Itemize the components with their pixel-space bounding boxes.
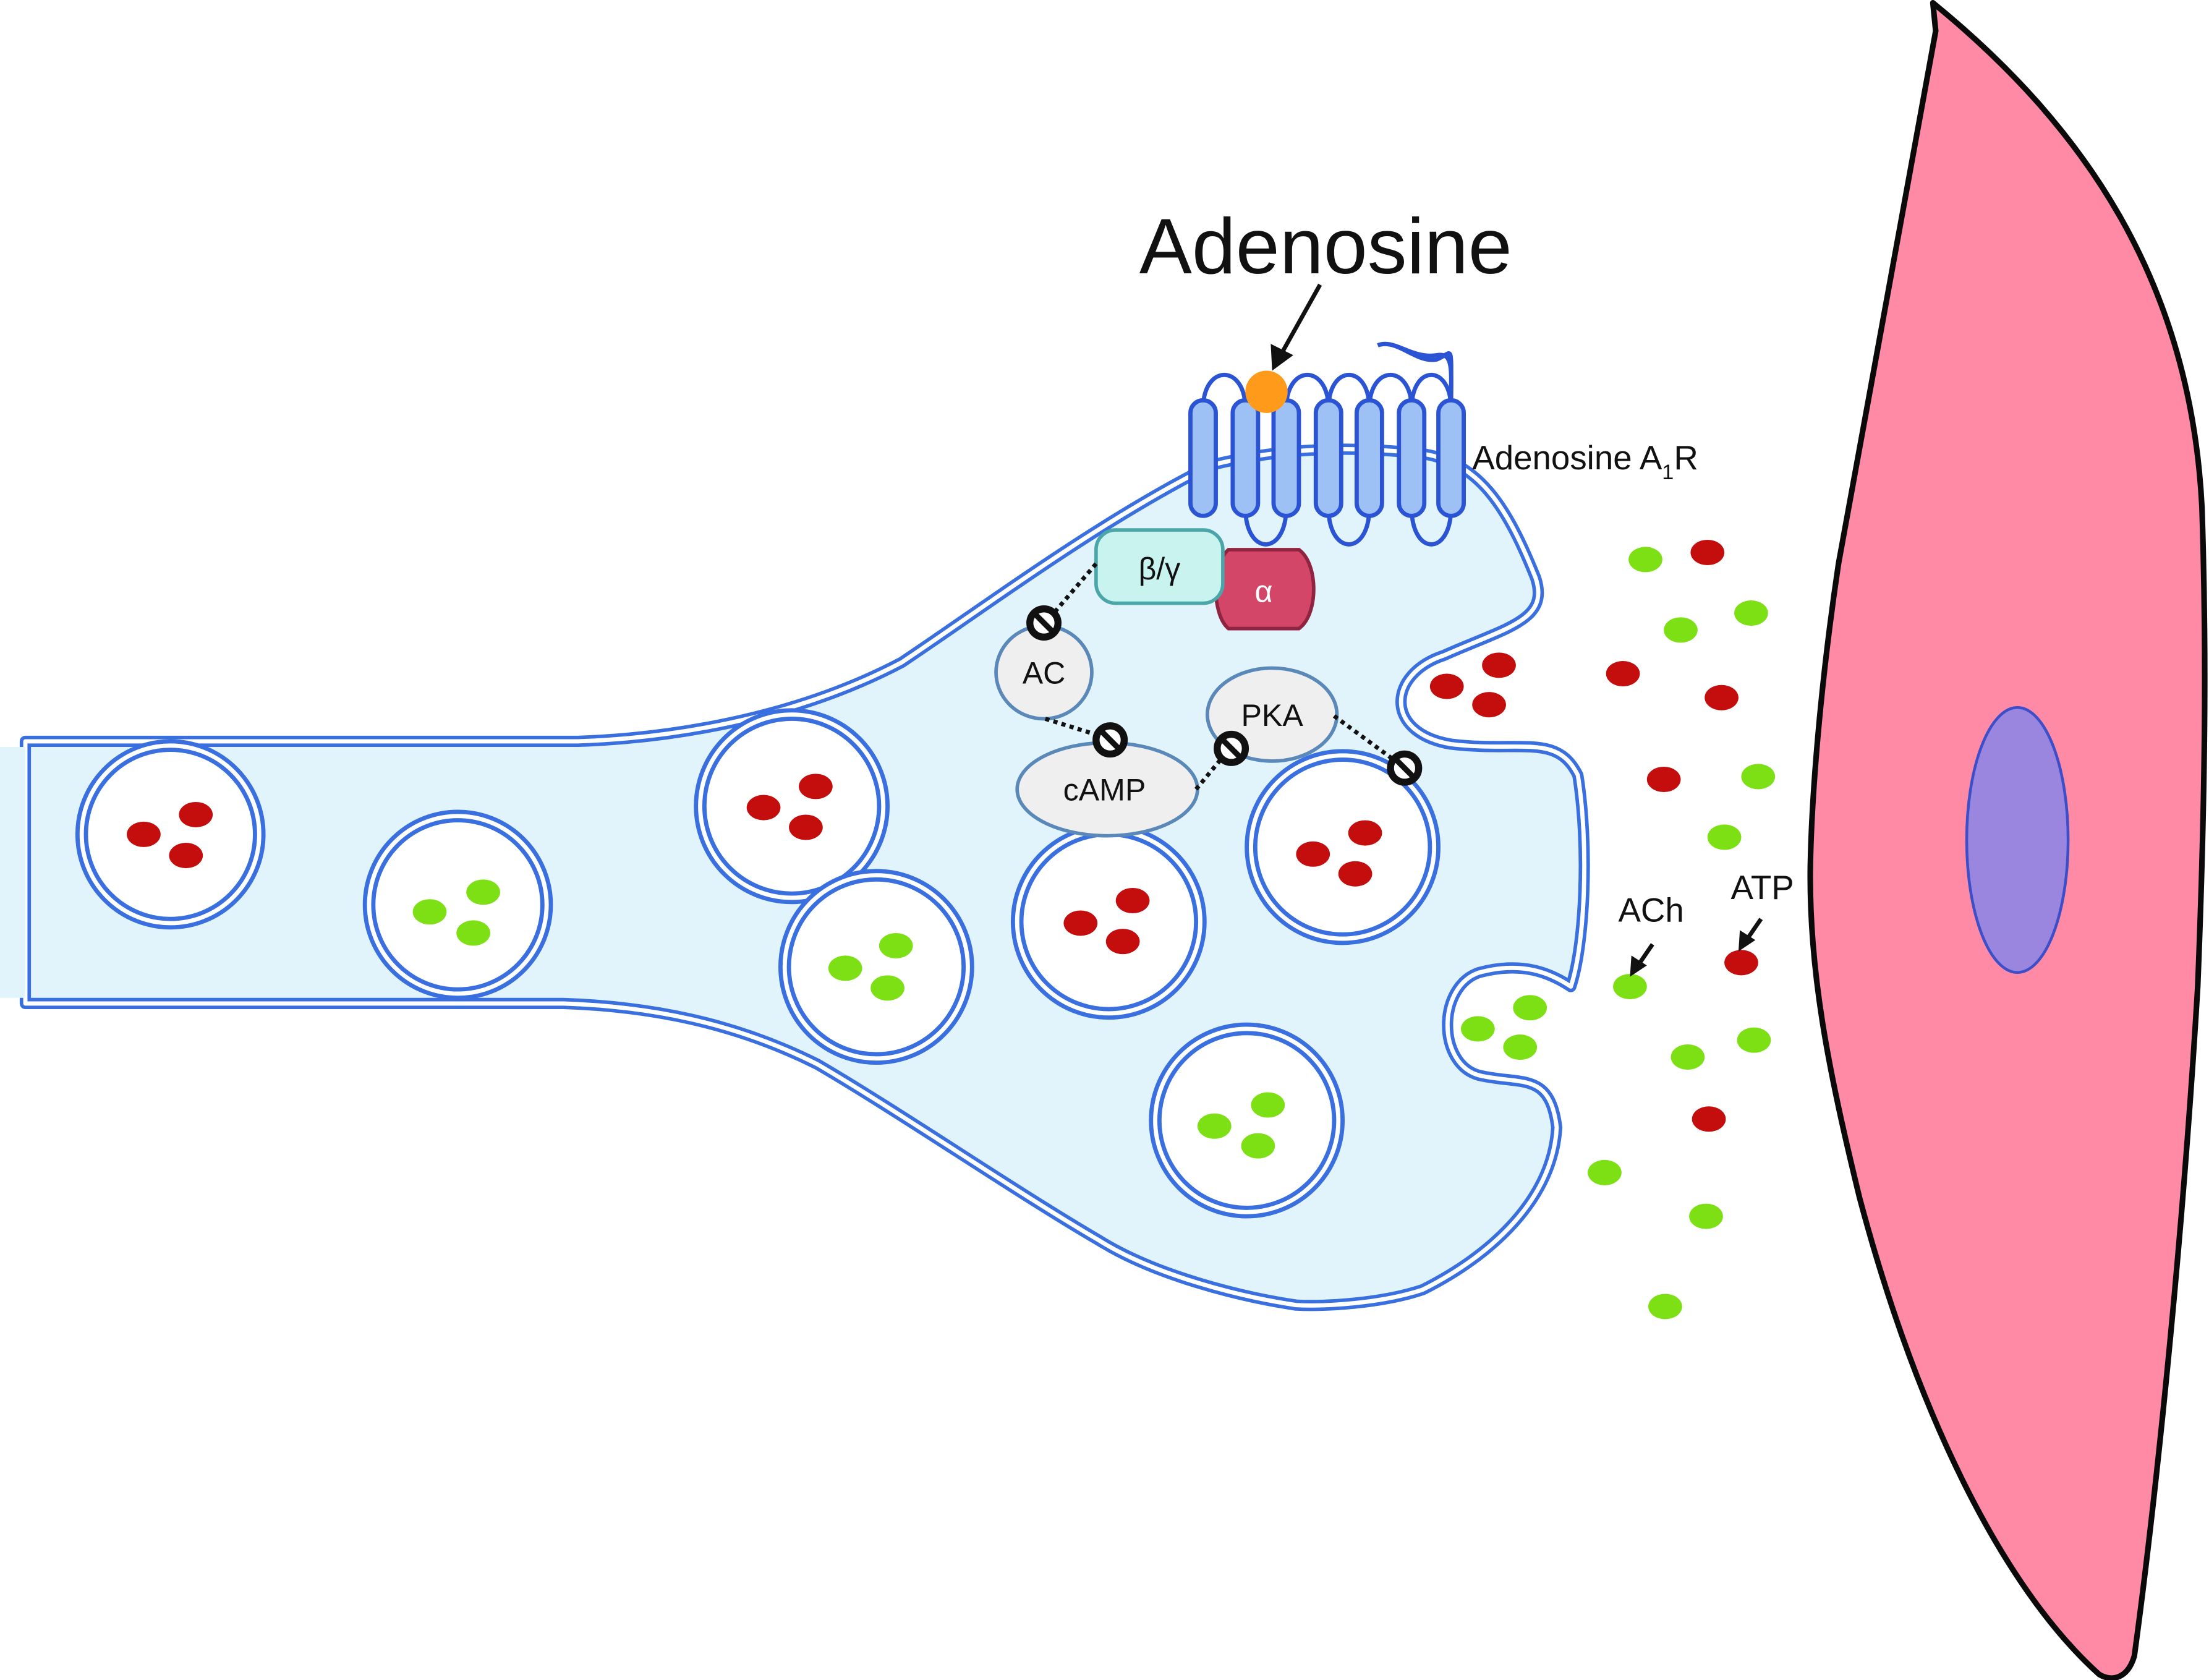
ach-molecule xyxy=(879,932,913,958)
arrow-icon xyxy=(1738,930,1756,952)
camp-label: cAMP xyxy=(1063,773,1146,808)
vesicle-atp-1 xyxy=(75,739,266,930)
receptor-helix xyxy=(1188,398,1218,518)
synaptic-cleft-molecules xyxy=(1588,539,1776,1320)
ach-molecule xyxy=(1461,1016,1495,1042)
ach-molecule xyxy=(1251,1092,1285,1118)
atp-molecule xyxy=(1724,950,1758,976)
inhibition-icon xyxy=(1026,605,1062,641)
atp-molecule xyxy=(1429,673,1464,699)
ach-molecule xyxy=(1197,1113,1232,1139)
atp-molecule xyxy=(1606,661,1640,687)
adenosine-label: Adenosine xyxy=(1139,202,1512,291)
receptor-helix xyxy=(1271,398,1301,518)
ach-molecule xyxy=(412,899,447,925)
atp-molecule xyxy=(1482,652,1516,678)
atp-molecule xyxy=(1063,910,1098,936)
ach-molecule xyxy=(1707,824,1742,850)
atp-molecule xyxy=(1472,692,1506,718)
atp-molecule xyxy=(789,814,823,840)
adenosine-a1r-label: Adenosine A1R xyxy=(1472,438,1698,484)
ach-molecule xyxy=(870,975,904,1001)
ach-molecule xyxy=(1734,600,1768,626)
receptor-helix xyxy=(1436,398,1466,518)
g-beta-gamma-label: β/γ xyxy=(1138,552,1180,586)
arrow-icon xyxy=(1279,283,1322,357)
vesicle-ach-3 xyxy=(1149,1022,1345,1219)
ach-molecule xyxy=(1588,1159,1622,1185)
ach-molecule xyxy=(1664,617,1698,643)
atp-molecule xyxy=(179,801,213,827)
pka-label: PKA xyxy=(1241,698,1304,733)
receptor-helix xyxy=(1313,398,1343,518)
atp-molecule xyxy=(1338,861,1373,887)
ach-molecule xyxy=(1741,764,1776,790)
ach-molecule xyxy=(1513,995,1547,1021)
arrow-icon xyxy=(1270,344,1293,371)
atp-molecule xyxy=(169,843,203,869)
ach-molecule xyxy=(1689,1203,1723,1229)
ach-molecule xyxy=(1737,1027,1771,1053)
inhibition-icon xyxy=(1092,722,1128,758)
atp-molecule xyxy=(1348,820,1382,846)
atp-molecule xyxy=(1690,539,1725,566)
atp-molecule xyxy=(1115,887,1150,914)
ach-molecule xyxy=(1503,1034,1538,1060)
ach-molecule xyxy=(1628,547,1662,573)
ach-molecule xyxy=(1671,1044,1705,1070)
ach-molecule xyxy=(456,920,490,946)
atp-label: ATP xyxy=(1731,868,1794,906)
atp-molecule xyxy=(127,821,161,847)
nucleus xyxy=(1965,706,2070,974)
vesicle-atp-4 xyxy=(1245,749,1441,945)
ach-molecule xyxy=(1613,974,1647,1000)
atp-molecule xyxy=(1692,1106,1726,1132)
vesicle-atp-3 xyxy=(1010,824,1207,1020)
receptor-helix xyxy=(1230,398,1261,518)
receptor-helix xyxy=(1397,398,1427,518)
ach-molecule xyxy=(1648,1294,1682,1320)
ach-molecule xyxy=(466,879,500,905)
vesicle-atp-2 xyxy=(694,708,890,905)
adenosine-ligand xyxy=(1245,370,1288,413)
inhibition-icon xyxy=(1214,730,1249,766)
receptor-helix xyxy=(1354,398,1384,518)
ach-molecule xyxy=(1241,1133,1275,1159)
inhibition-icon xyxy=(1387,750,1423,786)
atp-molecule xyxy=(1105,929,1140,955)
arrow-icon xyxy=(1630,955,1647,977)
atp-molecule xyxy=(1705,684,1739,710)
vesicle-ach-2 xyxy=(778,869,974,1065)
ach-molecule xyxy=(828,955,862,981)
atp-molecule xyxy=(1646,766,1681,793)
ac-label: AC xyxy=(1023,655,1066,690)
atp-molecule xyxy=(746,795,781,821)
g-alpha-label: α xyxy=(1255,574,1273,608)
atp-molecule xyxy=(1296,841,1330,867)
atp-molecule xyxy=(799,774,833,799)
adenosine-a1-receptor xyxy=(1188,341,1466,547)
vesicle-ach-1 xyxy=(362,809,553,1000)
ach-label: ACh xyxy=(1618,891,1683,929)
